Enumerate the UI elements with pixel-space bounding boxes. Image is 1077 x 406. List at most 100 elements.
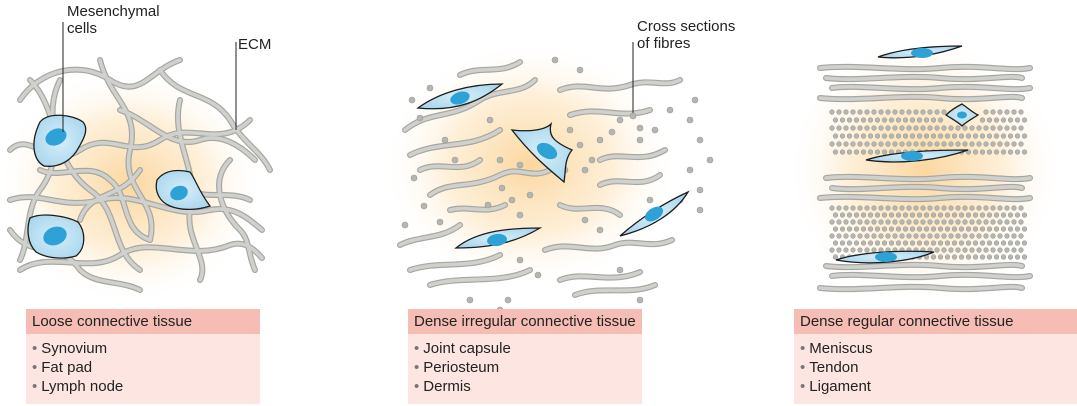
fibre-cross-section bbox=[1022, 227, 1027, 232]
fibre-cross-section bbox=[844, 220, 849, 225]
fibre-cross-section bbox=[840, 227, 845, 232]
fibre-cross-section bbox=[966, 213, 971, 218]
fibre-cross-section bbox=[963, 248, 968, 253]
fibre-cross-section bbox=[858, 206, 863, 211]
fibre-cross-section bbox=[499, 185, 505, 191]
fibre-cross-section bbox=[577, 67, 583, 73]
fibre-cross-section bbox=[861, 241, 866, 246]
fibre-highlight bbox=[820, 97, 1022, 99]
fibre-cross-section bbox=[987, 213, 992, 218]
fibre-cross-section bbox=[552, 57, 558, 63]
fibre-cross-section bbox=[945, 134, 950, 139]
fibre-cross-section bbox=[914, 234, 919, 239]
fibre-cross-section bbox=[907, 234, 912, 239]
fibre-cross-section bbox=[900, 142, 905, 147]
fibre-cross-section bbox=[437, 219, 443, 225]
fibre-cross-section bbox=[1015, 150, 1020, 155]
fibre-cross-section bbox=[875, 134, 880, 139]
fibre-cross-section bbox=[977, 248, 982, 253]
fibre-cross-section bbox=[837, 220, 842, 225]
fibre-cross-section bbox=[1012, 206, 1017, 211]
fibre-cross-section bbox=[882, 118, 887, 123]
fibre-cross-section bbox=[970, 142, 975, 147]
fibre-cross-section bbox=[917, 227, 922, 232]
fibre-cross-section bbox=[966, 227, 971, 232]
fibre-cross-section bbox=[858, 110, 863, 115]
fibre-cross-section bbox=[994, 227, 999, 232]
fibre-cross-section bbox=[970, 220, 975, 225]
fibre-cross-section bbox=[497, 157, 503, 163]
fibre-cross-section bbox=[966, 255, 971, 260]
fibre-cross-section bbox=[914, 206, 919, 211]
fibre-cross-section bbox=[900, 110, 905, 115]
fibre-cross-section bbox=[582, 217, 588, 223]
fibre-cross-section bbox=[980, 241, 985, 246]
fibre-cross-section bbox=[931, 134, 936, 139]
fibre-cross-section bbox=[844, 206, 849, 211]
fibre-cross-section bbox=[994, 213, 999, 218]
fibre-cross-section bbox=[535, 272, 541, 278]
fibre-cross-section bbox=[949, 206, 954, 211]
fibre-cross-section bbox=[830, 206, 835, 211]
fibre-cross-section bbox=[994, 255, 999, 260]
fibre-cross-section bbox=[1008, 213, 1013, 218]
fibre-cross-section bbox=[1012, 110, 1017, 115]
fibre-highlight bbox=[826, 77, 1022, 79]
fibre-cross-section bbox=[830, 126, 835, 131]
fibre-cross-section bbox=[1001, 241, 1006, 246]
fibre-cross-section bbox=[928, 220, 933, 225]
fibre-cross-section bbox=[882, 213, 887, 218]
fibre-highlight bbox=[820, 67, 1030, 69]
fibre-cross-section bbox=[963, 234, 968, 239]
fibre-cross-section bbox=[942, 110, 947, 115]
fibre-cross-section bbox=[973, 241, 978, 246]
fibre-cross-section bbox=[949, 234, 954, 239]
fibre-cross-section bbox=[865, 142, 870, 147]
panel-title: Loose connective tissue bbox=[26, 309, 260, 334]
fibre-cross-section bbox=[851, 248, 856, 253]
fibre-cross-section bbox=[998, 142, 1003, 147]
fibre-cross-section bbox=[833, 255, 838, 260]
fibre-cross-section bbox=[984, 126, 989, 131]
fibre-cross-section bbox=[984, 248, 989, 253]
fibre-cross-section bbox=[931, 241, 936, 246]
list-item: Dermis bbox=[414, 377, 642, 396]
fibre-cross-section bbox=[945, 255, 950, 260]
fibre-cross-section bbox=[872, 234, 877, 239]
fibre-cross-section bbox=[879, 220, 884, 225]
fibre-cross-section bbox=[935, 234, 940, 239]
fibre-cross-section bbox=[1012, 126, 1017, 131]
fibre-cross-section bbox=[567, 127, 573, 133]
fibre-cross-section bbox=[637, 125, 643, 131]
fibre-cross-section bbox=[970, 248, 975, 253]
fibre-cross-section bbox=[938, 227, 943, 232]
fibre-cross-section bbox=[833, 213, 838, 218]
list-item: Tendon bbox=[800, 358, 1077, 377]
fibre-cross-section bbox=[467, 297, 473, 303]
fibre-cross-section bbox=[935, 110, 940, 115]
fibre-cross-section bbox=[938, 255, 943, 260]
fibre-cross-section bbox=[984, 234, 989, 239]
fibre-cross-section bbox=[844, 126, 849, 131]
fibre-cross-section bbox=[875, 227, 880, 232]
fibre-cross-section bbox=[987, 227, 992, 232]
fibre-cross-section bbox=[935, 220, 940, 225]
fibre-cross-section bbox=[861, 150, 866, 155]
fibre-cross-section bbox=[914, 220, 919, 225]
fibre-cross-section bbox=[896, 118, 901, 123]
fibre-cross-section bbox=[928, 110, 933, 115]
fibre-cross-section bbox=[861, 213, 866, 218]
fibre-cross-section bbox=[861, 227, 866, 232]
fibre-cross-section bbox=[910, 227, 915, 232]
fibre-highlight bbox=[832, 187, 1022, 189]
fibre-cross-section bbox=[998, 110, 1003, 115]
fibre-cross-section bbox=[882, 150, 887, 155]
fibre-cross-section bbox=[879, 206, 884, 211]
fibre-cross-section bbox=[879, 142, 884, 147]
fibre-cross-section bbox=[921, 220, 926, 225]
fibre-cross-section bbox=[956, 142, 961, 147]
fibre-cross-section bbox=[991, 248, 996, 253]
fibre-highlight bbox=[820, 197, 1030, 199]
fibre-cross-section bbox=[1008, 241, 1013, 246]
fibre-cross-section bbox=[879, 110, 884, 115]
